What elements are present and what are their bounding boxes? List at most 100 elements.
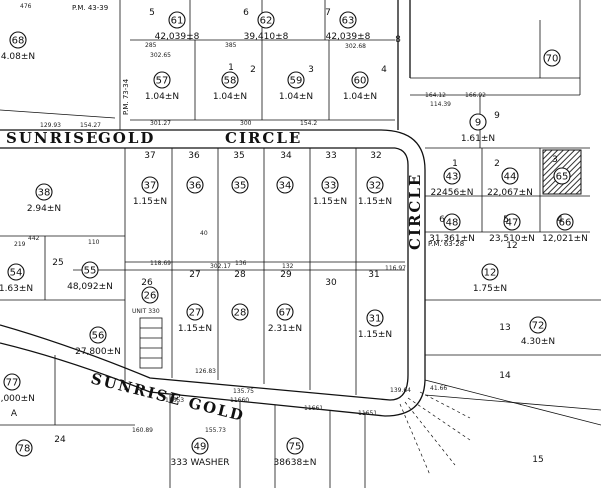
parcel-57: 571.04±N bbox=[145, 71, 179, 102]
parcel-37: 371.15±N bbox=[133, 176, 167, 207]
parcel-circle bbox=[231, 176, 249, 194]
parcel-circle bbox=[141, 286, 159, 304]
dimension-label: 118.69 bbox=[150, 260, 171, 267]
parcel-circle bbox=[481, 263, 499, 281]
dimension-label: 11661 bbox=[304, 405, 323, 412]
lot-number: 5 bbox=[149, 8, 155, 18]
parcel-circle bbox=[186, 303, 204, 321]
parcel-area: 1.15±N bbox=[313, 197, 347, 207]
parcel-area: 1.75±N bbox=[473, 284, 507, 294]
parcel-number: 67 bbox=[279, 308, 292, 319]
parcel-circle bbox=[501, 167, 519, 185]
street-label-gold: GOLD bbox=[98, 129, 155, 147]
unit-label: UNIT 330 bbox=[132, 308, 160, 315]
street-labels: SUNRISE GOLD CIRCLE CIRCLE SUNRISE GOLD bbox=[6, 129, 424, 425]
parcel-area: 22,067±N bbox=[487, 188, 533, 198]
dimension-label: 116.97 bbox=[385, 265, 406, 272]
lot-number: 35 bbox=[233, 151, 244, 161]
parcel-35: 35 bbox=[231, 176, 249, 194]
parcel-area: 1.04±N bbox=[213, 92, 247, 102]
lot-number: 1 bbox=[228, 63, 234, 73]
lot-number: 3 bbox=[552, 155, 558, 165]
parcel-circle bbox=[141, 176, 159, 194]
dimension-label: 129.93 bbox=[40, 122, 61, 129]
parcel-circle bbox=[231, 303, 249, 321]
parcel-area: 42,039±8 bbox=[326, 32, 371, 42]
parcel-number: 56 bbox=[92, 331, 105, 342]
lot-number: 6 bbox=[439, 215, 445, 225]
parcel-67: 672.31±N bbox=[268, 303, 302, 334]
lot-number: 2 bbox=[494, 159, 500, 169]
lot-number: 12 bbox=[506, 241, 517, 251]
dimension-label: 132 bbox=[282, 263, 294, 270]
parcel-number: 61 bbox=[171, 16, 184, 27]
parcel-area: 4.30±N bbox=[521, 337, 555, 347]
parcel-circle bbox=[469, 113, 487, 131]
dimension-label: 41.66 bbox=[430, 385, 447, 392]
parcel-circle bbox=[443, 167, 461, 185]
parcel-number: 28 bbox=[234, 308, 247, 319]
parcel-area: 1.04±N bbox=[343, 92, 377, 102]
dimension-label: 476 bbox=[20, 3, 32, 10]
dimension-label: 301.27 bbox=[150, 120, 171, 127]
dimension-label: 135.75 bbox=[233, 388, 254, 395]
lot-number: 37 bbox=[144, 151, 155, 161]
parcel-circle bbox=[153, 71, 171, 89]
parcel-area: 333 WASHER bbox=[170, 458, 229, 468]
parcel-area: 4.08±N bbox=[1, 52, 35, 62]
lot-number: 4 bbox=[381, 65, 387, 75]
lot-number: 6 bbox=[243, 8, 249, 18]
parcel-circle bbox=[3, 373, 21, 391]
parcel-59: 591.04±N bbox=[279, 71, 313, 102]
parcel-number: 31 bbox=[369, 314, 382, 325]
lot-number: 33 bbox=[325, 151, 336, 161]
parcel-circle bbox=[257, 11, 275, 29]
parcel-number: 75 bbox=[289, 442, 302, 453]
parcel-number: 77 bbox=[6, 378, 19, 389]
parcel-area: 1.15±N bbox=[178, 324, 212, 334]
parcel-31: 31 1.15±N bbox=[358, 309, 392, 340]
parcel-number: 72 bbox=[532, 321, 545, 332]
parcel-number: 35 bbox=[234, 181, 247, 192]
dimension-label: 285 bbox=[145, 42, 157, 49]
lot-number: A bbox=[11, 409, 18, 419]
parcel-number: 33 bbox=[324, 181, 337, 192]
unit-330-ladder: UNIT 330 bbox=[132, 308, 163, 369]
parcel-number: 38 bbox=[38, 188, 51, 199]
parcel-area: 23,510±N bbox=[489, 234, 535, 244]
parcel-number: 55 bbox=[84, 266, 97, 277]
parcel-number: 70 bbox=[546, 54, 559, 65]
dimension-label: 160.89 bbox=[132, 427, 153, 434]
street-label-circle-side: CIRCLE bbox=[406, 173, 424, 250]
dimension-label: 166.92 bbox=[465, 92, 486, 99]
parcel-33: 33 1.15±N bbox=[313, 176, 347, 207]
lot-number: 25 bbox=[52, 258, 63, 268]
dimension-label: 302.65 bbox=[150, 52, 171, 59]
parcel-circle bbox=[276, 303, 294, 321]
lot-number: 15 bbox=[532, 455, 543, 465]
parcel-circle bbox=[9, 31, 27, 49]
lot-number: 14 bbox=[499, 371, 511, 381]
parcel-number: 78 bbox=[18, 444, 31, 455]
parcel-circle bbox=[287, 71, 305, 89]
parcel-26: 26 bbox=[141, 286, 159, 304]
lot-number: 3 bbox=[308, 65, 314, 75]
parcel-38: 382.94±N bbox=[27, 183, 61, 214]
parcel-circle bbox=[89, 326, 107, 344]
parcel-area: 1.15±N bbox=[358, 330, 392, 340]
parcel-number: 26 bbox=[144, 291, 157, 302]
parcel-number: 57 bbox=[156, 76, 169, 87]
lot-number: 26 bbox=[141, 278, 153, 288]
dimension-label: 300 bbox=[240, 120, 252, 127]
dimension-label: 136 bbox=[235, 260, 247, 267]
parcel-number: 47 bbox=[506, 218, 519, 229]
